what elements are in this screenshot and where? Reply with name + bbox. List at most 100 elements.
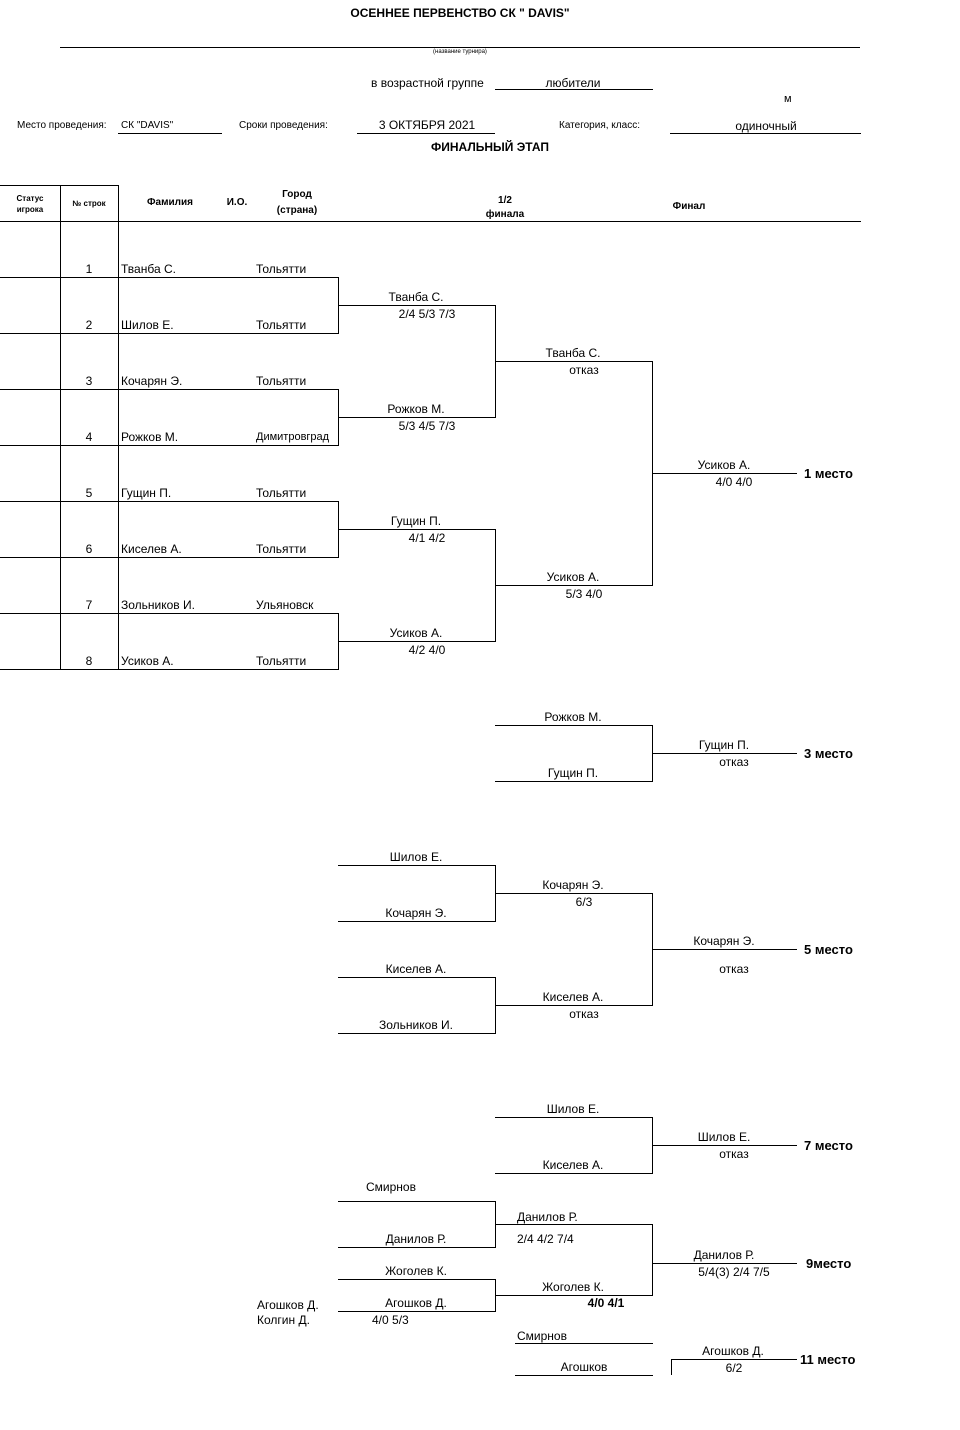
third-player-2: Гущин П. — [547, 766, 599, 780]
r1-winner-1: Тванба С. — [388, 290, 444, 304]
column-divider-status — [60, 185, 61, 670]
player-city-7: Ульяновск — [256, 598, 314, 612]
ninth-line-b2 — [338, 1311, 496, 1312]
row-line-3 — [0, 389, 339, 390]
player-city-5: Тольятти — [256, 486, 307, 500]
ninth-winner-b: Жоголев К. — [542, 1280, 604, 1294]
ninth-score-a: 2/4 4/2 7/4 — [517, 1232, 574, 1246]
ninth-pre-score: 4/0 5/3 — [372, 1313, 409, 1327]
player-name-3: Кочарян Э. — [121, 374, 183, 388]
col-surname: Фамилия — [147, 197, 193, 208]
fifth-score: отказ — [719, 962, 749, 976]
ninth-player-a1: Смирнов — [366, 1180, 416, 1194]
player-city-1: Тольятти — [256, 262, 307, 276]
venue-underline — [118, 133, 222, 134]
row-line-6 — [0, 557, 339, 558]
row-line-1 — [0, 277, 339, 278]
fifth-player-a2: Кочарян Э. — [385, 906, 447, 920]
place-9: 9место — [806, 1256, 852, 1271]
r1-line-4 — [338, 641, 496, 642]
player-name-6: Киселев А. — [121, 542, 182, 556]
ninth-score-b: 4/0 4/1 — [587, 1296, 625, 1310]
third-line-1 — [495, 725, 653, 726]
column-divider-no — [118, 185, 119, 670]
ninth-score: 5/4(3) 2/4 7/5 — [698, 1265, 770, 1279]
place-7: 7 место — [804, 1138, 853, 1153]
ninth-winner: Данилов Р. — [693, 1248, 755, 1262]
semi-score-1: отказ — [569, 363, 599, 377]
row-no-2: 2 — [85, 318, 93, 332]
table-top-line — [0, 185, 119, 186]
place-11: 11 место — [800, 1352, 856, 1367]
fifth-line-a1 — [338, 865, 496, 866]
row-no-7: 7 — [85, 598, 93, 612]
seventh-winner: Шилов Е. — [697, 1130, 751, 1144]
r1-score-4: 4/2 4/0 — [408, 643, 446, 657]
seventh-final-line — [652, 1145, 797, 1146]
col-final: Финал — [672, 201, 706, 212]
row-line-2 — [0, 333, 339, 334]
fifth-player-b1: Киселев А. — [385, 962, 447, 976]
fifth-final-line — [652, 949, 797, 950]
venue-label: Место проведения: — [17, 120, 107, 131]
r1-winner-2: Рожков М. — [387, 402, 445, 416]
r1-winner-4: Усиков А. — [389, 626, 443, 640]
row-no-3: 3 — [85, 374, 93, 388]
ninth-winner-a: Данилов Р. — [517, 1210, 578, 1224]
r1-score-3: 4/1 4/2 — [408, 531, 446, 545]
ninth-pre-player-2: Колгин Д. — [257, 1313, 310, 1327]
ninth-final-line — [652, 1263, 797, 1264]
ninth-player-a2: Данилов Р. — [385, 1232, 447, 1246]
fifth-winner: Кочарян Э. — [693, 934, 755, 948]
dates-value: 3 ОКТЯБРЯ 2021 — [378, 118, 476, 132]
col-row-no: № строк — [72, 199, 106, 208]
ninth-player-b2: Агошков Д. — [385, 1296, 447, 1310]
fifth-line-a2 — [338, 921, 496, 922]
tournament-title: ОСЕННЕЕ ПЕРВЕНСТВО СК " DAVIS" — [350, 6, 570, 20]
col-semi-l1: 1/2 — [498, 195, 512, 206]
place-5: 5 место — [804, 942, 853, 957]
player-name-7: Зольников И. — [121, 598, 195, 612]
semi-line-2 — [495, 585, 653, 586]
category-underline — [670, 133, 861, 134]
col-city-l1: Город — [282, 189, 312, 200]
ninth-semi-line-a — [495, 1224, 653, 1225]
ninth-semi-line-b — [495, 1295, 653, 1296]
stage-title: ФИНАЛЬНЫЙ ЭТАП — [430, 140, 550, 154]
row-line-4 — [0, 445, 339, 446]
col-semi-l2: финала — [485, 209, 525, 220]
dates-label: Сроки проведения: — [239, 120, 328, 131]
third-player-1: Рожков М. — [544, 710, 602, 724]
col-status-l1: Статус — [16, 194, 44, 203]
player-name-2: Шилов Е. — [121, 318, 174, 332]
semi-winner-1: Тванба С. — [545, 346, 601, 360]
fifth-player-a1: Шилов Е. — [389, 850, 443, 864]
fifth-line-b2 — [338, 1033, 496, 1034]
row-no-6: 6 — [85, 542, 93, 556]
row-line-7 — [0, 613, 339, 614]
eleventh-winner: Агошков Д. — [702, 1344, 764, 1358]
seventh-player-2: Киселев А. — [542, 1158, 604, 1172]
fifth-score-b: отказ — [569, 1007, 599, 1021]
row-no-8: 8 — [85, 654, 93, 668]
eleventh-player-2: Агошков — [560, 1360, 608, 1374]
ninth-pre-player-1: Агошков Д. — [257, 1298, 319, 1312]
fifth-line-b1 — [338, 977, 496, 978]
r1-line-2 — [338, 417, 496, 418]
col-status-l2: игрока — [16, 205, 44, 214]
place-3: 3 место — [804, 746, 853, 761]
player-city-2: Тольятти — [256, 318, 307, 332]
player-name-4: Рожков М. — [121, 430, 179, 444]
place-1: 1 место — [804, 466, 853, 481]
final-winner: Усиков А. — [697, 458, 751, 472]
ninth-line-a1 — [338, 1201, 496, 1202]
title-underline — [60, 47, 860, 48]
player-city-3: Тольятти — [256, 374, 307, 388]
age-group-label: в возрастной группе — [371, 76, 484, 90]
age-group-value: любители — [545, 76, 601, 90]
third-final-line — [652, 753, 797, 754]
final-line — [652, 473, 797, 474]
player-city-8: Тольятти — [256, 654, 307, 668]
fifth-score-a: 6/3 — [575, 895, 593, 909]
